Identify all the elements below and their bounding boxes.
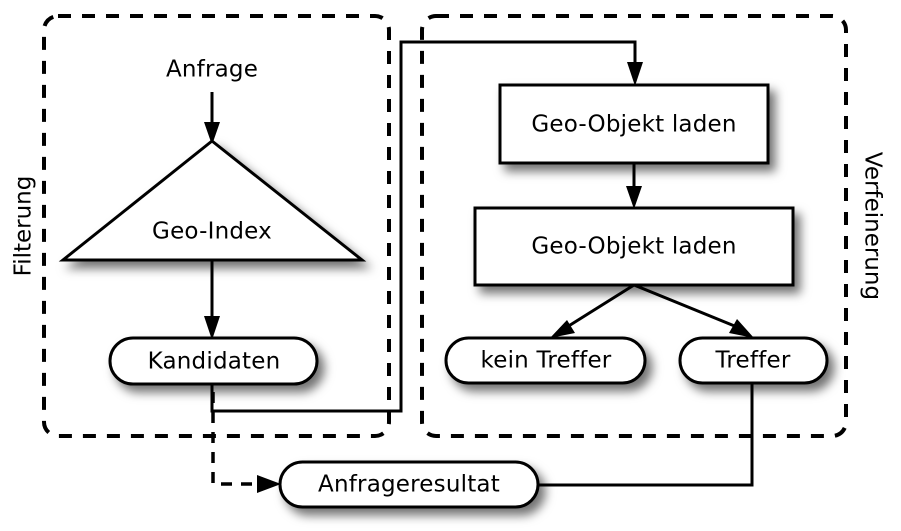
panel-verfeinerung: Verfeinerung (420, 14, 886, 438)
node-anfrageresultat (278, 460, 540, 509)
arrowhead-icon (550, 320, 575, 338)
node-anfrageresultat-shape (278, 460, 540, 509)
node-geo-objekt-laden-2 (473, 206, 795, 287)
node-geo-objekt-laden-2-shape (473, 206, 795, 287)
node-treffer-label: Treffer (715, 348, 791, 374)
node-kandidaten-shape (108, 336, 319, 386)
arrowhead-icon (729, 319, 754, 338)
edge-kandidaten-to-anfrageresultat (211, 392, 281, 493)
node-geo-objekt-laden-1 (498, 83, 770, 165)
panel-filterung: Filterung (11, 14, 391, 438)
arrowhead-icon (204, 122, 220, 145)
node-kandidaten (108, 336, 319, 386)
node-treffer-shape (678, 336, 829, 385)
arrowhead-icon (257, 475, 281, 493)
node-geo-index (58, 139, 367, 262)
node-anfrage: Anfrage (166, 57, 258, 83)
node-treffer (678, 336, 829, 385)
edge-geoindex-to-kandidaten (204, 260, 220, 340)
node-kein-treffer (444, 336, 647, 385)
node-geo-index-label: Geo-Index (152, 219, 272, 245)
panel-filterung-border (42, 14, 391, 438)
arrowhead-icon (204, 316, 220, 340)
panel-verfeinerung-border (420, 14, 848, 438)
edge-anfrage-to-geoindex (204, 92, 220, 145)
node-anfrageresultat-label: Anfrageresultat (318, 472, 500, 498)
node-geo-objekt-laden-1-shape (498, 83, 770, 165)
arrowhead-icon (626, 186, 642, 209)
node-geo-objekt-laden-2-label: Geo-Objekt laden (531, 234, 736, 260)
edge-geoobjekt1-to-geoobjekt2 (626, 163, 642, 209)
edge-geoobjekt2-to-keintreffer (550, 283, 635, 338)
node-kein-treffer-shape (444, 336, 647, 385)
node-geo-index-shape (58, 139, 367, 262)
edge-kandidaten-to-geoobjekt1 (210, 40, 643, 413)
node-geo-objekt-laden-1-label: Geo-Objekt laden (531, 112, 736, 138)
panel-filterung-label: Filterung (11, 176, 37, 277)
node-kein-treffer-label: kein Treffer (481, 348, 612, 374)
edge-geoobjekt2-to-treffer (633, 283, 754, 338)
panel-verfeinerung-label: Verfeinerung (860, 152, 886, 300)
edge-treffer-to-anfrageresultat (538, 383, 754, 487)
arrowhead-icon (627, 62, 643, 86)
node-kandidaten-label: Kandidaten (148, 349, 281, 375)
